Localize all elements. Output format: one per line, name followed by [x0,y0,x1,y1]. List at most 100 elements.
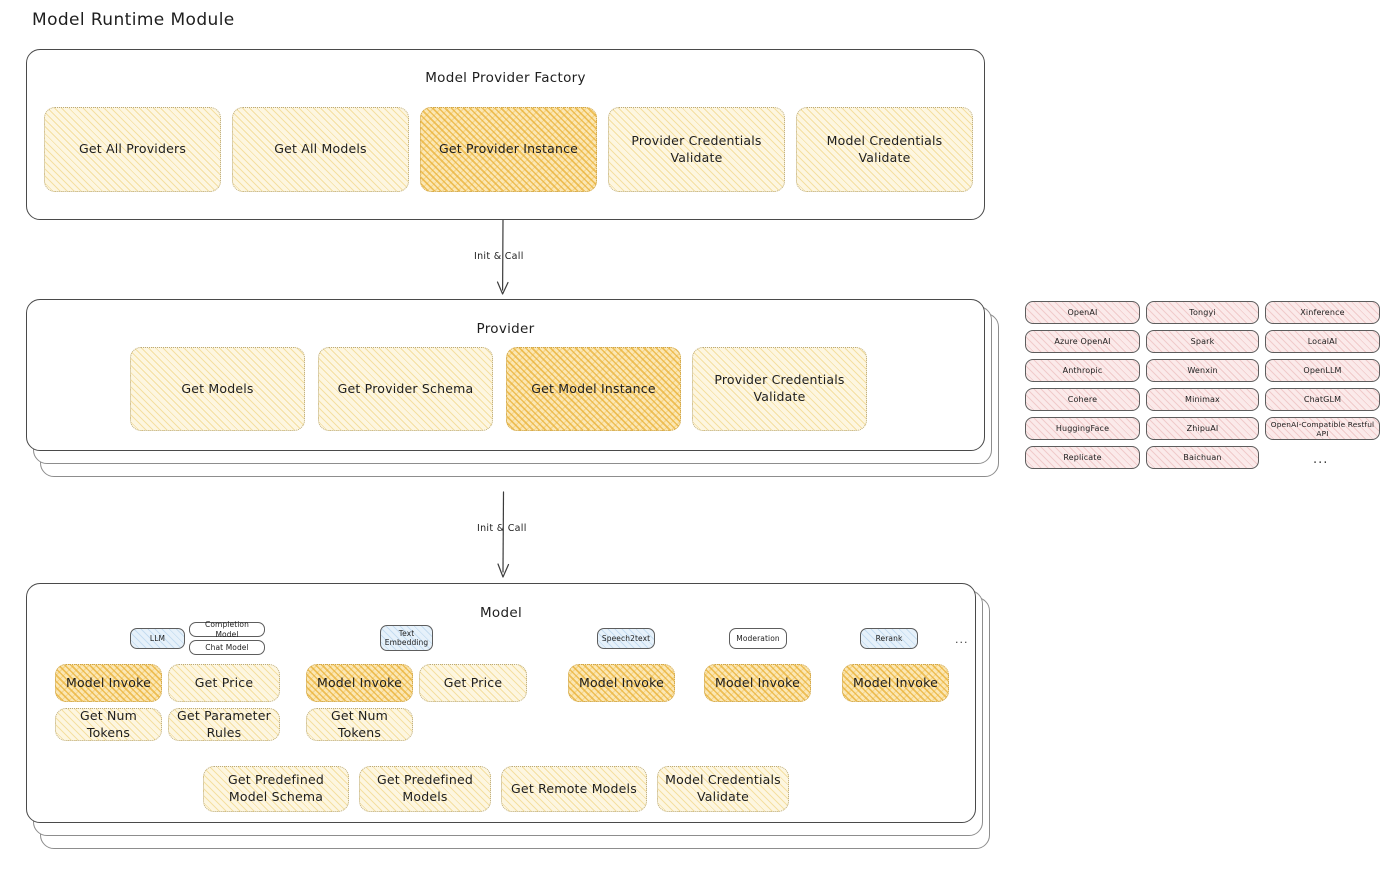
arrow-provider-to-model-label: Init & Call [473,523,531,534]
model-type-label: Rerank [875,633,903,643]
provider-chip-label: LocalAI [1307,337,1338,346]
provider-chip-label: Replicate [1063,453,1102,462]
model-panel: Model LLM Completion Model Chat Model Mo… [26,583,976,823]
model-type-text-embedding[interactable]: Text Embedding [380,625,433,651]
model-method-label: Get Parameter Rules [177,707,271,740]
model-method-label: Get Predefined Model Schema [228,772,324,804]
provider-method-label: Provider Credentials Validate [714,372,845,404]
provider-method-get-models[interactable]: Get Models [130,347,305,431]
provider-list-ellipsis: ... [1313,452,1329,467]
provider-chip-label: Wenxin [1187,366,1218,375]
arrow-factory-to-provider [490,219,516,302]
model-method-label: Model Invoke [714,674,801,690]
model-shared-method-model-credentials-validate[interactable]: Model Credentials Validate [657,766,789,812]
model-method-label: Get Num Tokens [79,707,138,740]
text-embedding-method-model-invoke[interactable]: Model Invoke [306,664,413,702]
llm-method-model-invoke[interactable]: Model Invoke [55,664,162,702]
llm-method-get-parameter-rules[interactable]: Get Parameter Rules [168,708,280,741]
arrow-factory-to-provider-label: Init & Call [470,251,528,262]
provider-chip-minimax[interactable]: Minimax [1146,388,1259,411]
text-embedding-method-get-num-tokens[interactable]: Get Num Tokens [306,708,413,741]
factory-method-label: Get All Providers [78,141,187,157]
model-types-ellipsis: ... [955,633,969,646]
provider-method-label: Get Models [181,380,254,396]
factory-method-label: Get Provider Instance [438,141,579,157]
model-type-rerank[interactable]: Rerank [860,628,918,649]
llm-method-get-num-tokens[interactable]: Get Num Tokens [55,708,162,741]
provider-chip-label: OpenLLM [1303,366,1342,375]
provider-chip-label: ChatGLM [1303,395,1342,404]
model-shared-method-get-remote-models[interactable]: Get Remote Models [501,766,647,812]
model-type-llm[interactable]: LLM [130,628,185,649]
llm-method-get-price[interactable]: Get Price [168,664,280,702]
provider-chip-label: OpenAI-Compatible Restful API [1270,419,1375,438]
provider-chip-chatglm[interactable]: ChatGLM [1265,388,1380,411]
rerank-method-model-invoke[interactable]: Model Invoke [842,664,949,702]
provider-chip-label: Minimax [1185,395,1220,404]
model-shared-method-get-predefined-models[interactable]: Get Predefined Models [359,766,491,812]
provider-chip-baichuan[interactable]: Baichuan [1146,446,1259,469]
model-method-label: Model Invoke [316,674,403,690]
factory-method-get-provider-instance[interactable]: Get Provider Instance [420,107,597,192]
model-subtype-chat-model[interactable]: Chat Model [189,640,265,655]
provider-chip-label: Cohere [1067,395,1098,404]
model-method-label: Get Num Tokens [330,707,389,740]
provider-title: Provider [476,321,535,337]
provider-chip-localai[interactable]: LocalAI [1265,330,1380,353]
provider-chip-label: Xinference [1300,308,1345,317]
model-method-label: Model Invoke [578,674,665,690]
model-subtype-completion-model[interactable]: Completion Model [189,620,265,639]
model-method-label: Model Invoke [65,674,152,690]
model-method-label: Get Remote Models [511,780,637,796]
model-type-moderation[interactable]: Moderation [729,628,787,649]
provider-chip-azure-openai[interactable]: Azure OpenAI [1025,330,1140,353]
model-title: Model [479,605,523,621]
factory-method-provider-credentials-validate[interactable]: Provider Credentials Validate [608,107,785,192]
model-shared-method-get-predefined-model-schema[interactable]: Get Predefined Model Schema [203,766,349,812]
page-title: Model Runtime Module [32,10,235,30]
provider-chip-label: HuggingFace [1055,424,1110,433]
provider-list: OpenAI Azure OpenAI Anthropic Cohere Hug… [1025,301,1380,476]
factory-method-label: Model Credentials Validate [826,132,943,165]
moderation-method-model-invoke[interactable]: Model Invoke [704,664,811,702]
provider-chip-label: Azure OpenAI [1054,337,1111,346]
provider-chip-label: Baichuan [1183,453,1222,462]
factory-method-model-credentials-validate[interactable]: Model Credentials Validate [796,107,973,192]
provider-chip-spark[interactable]: Spark [1146,330,1259,353]
provider-chip-tongyi[interactable]: Tongyi [1146,301,1259,324]
provider-chip-openai-compatible-restful-api[interactable]: OpenAI-Compatible Restful API [1265,417,1380,440]
provider-method-get-provider-schema[interactable]: Get Provider Schema [318,347,493,431]
provider-chip-label: Spark [1190,337,1215,346]
provider-chip-zhipuai[interactable]: ZhipuAI [1146,417,1259,440]
model-method-label: Model Invoke [852,674,939,690]
provider-panel: Provider Get Models Get Provider Schema … [26,299,985,451]
provider-chip-label: Tongyi [1189,308,1216,317]
provider-method-get-model-instance[interactable]: Get Model Instance [506,347,681,431]
model-type-label: Speech2text [601,633,651,643]
model-type-speech2text[interactable]: Speech2text [597,628,655,649]
model-subtype-label: Completion Model [205,620,249,639]
provider-chip-cohere[interactable]: Cohere [1025,388,1140,411]
factory-method-get-all-models[interactable]: Get All Models [232,107,409,192]
model-method-label: Get Price [194,674,254,690]
model-method-label: Get Predefined Models [377,772,473,804]
speech2text-method-model-invoke[interactable]: Model Invoke [568,664,675,702]
provider-chip-anthropic[interactable]: Anthropic [1025,359,1140,382]
provider-chip-replicate[interactable]: Replicate [1025,446,1140,469]
provider-method-provider-credentials-validate[interactable]: Provider Credentials Validate [692,347,867,431]
provider-chip-openai[interactable]: OpenAI [1025,301,1140,324]
model-provider-factory-panel: Model Provider Factory Get All Providers… [26,49,985,220]
model-provider-factory-title: Model Provider Factory [425,70,586,86]
provider-chip-wenxin[interactable]: Wenxin [1146,359,1259,382]
provider-chip-xinference[interactable]: Xinference [1265,301,1380,324]
provider-chip-huggingface[interactable]: HuggingFace [1025,417,1140,440]
provider-method-label: Get Model Instance [531,380,656,396]
provider-chip-openllm[interactable]: OpenLLM [1265,359,1380,382]
factory-method-get-all-providers[interactable]: Get All Providers [44,107,221,192]
text-embedding-method-get-price[interactable]: Get Price [419,664,527,702]
model-subtype-label: Chat Model [205,642,249,652]
arrow-provider-to-model [490,491,516,584]
factory-method-label: Get All Models [274,141,367,157]
model-type-label: LLM [149,633,166,643]
provider-method-label: Get Provider Schema [337,380,474,396]
